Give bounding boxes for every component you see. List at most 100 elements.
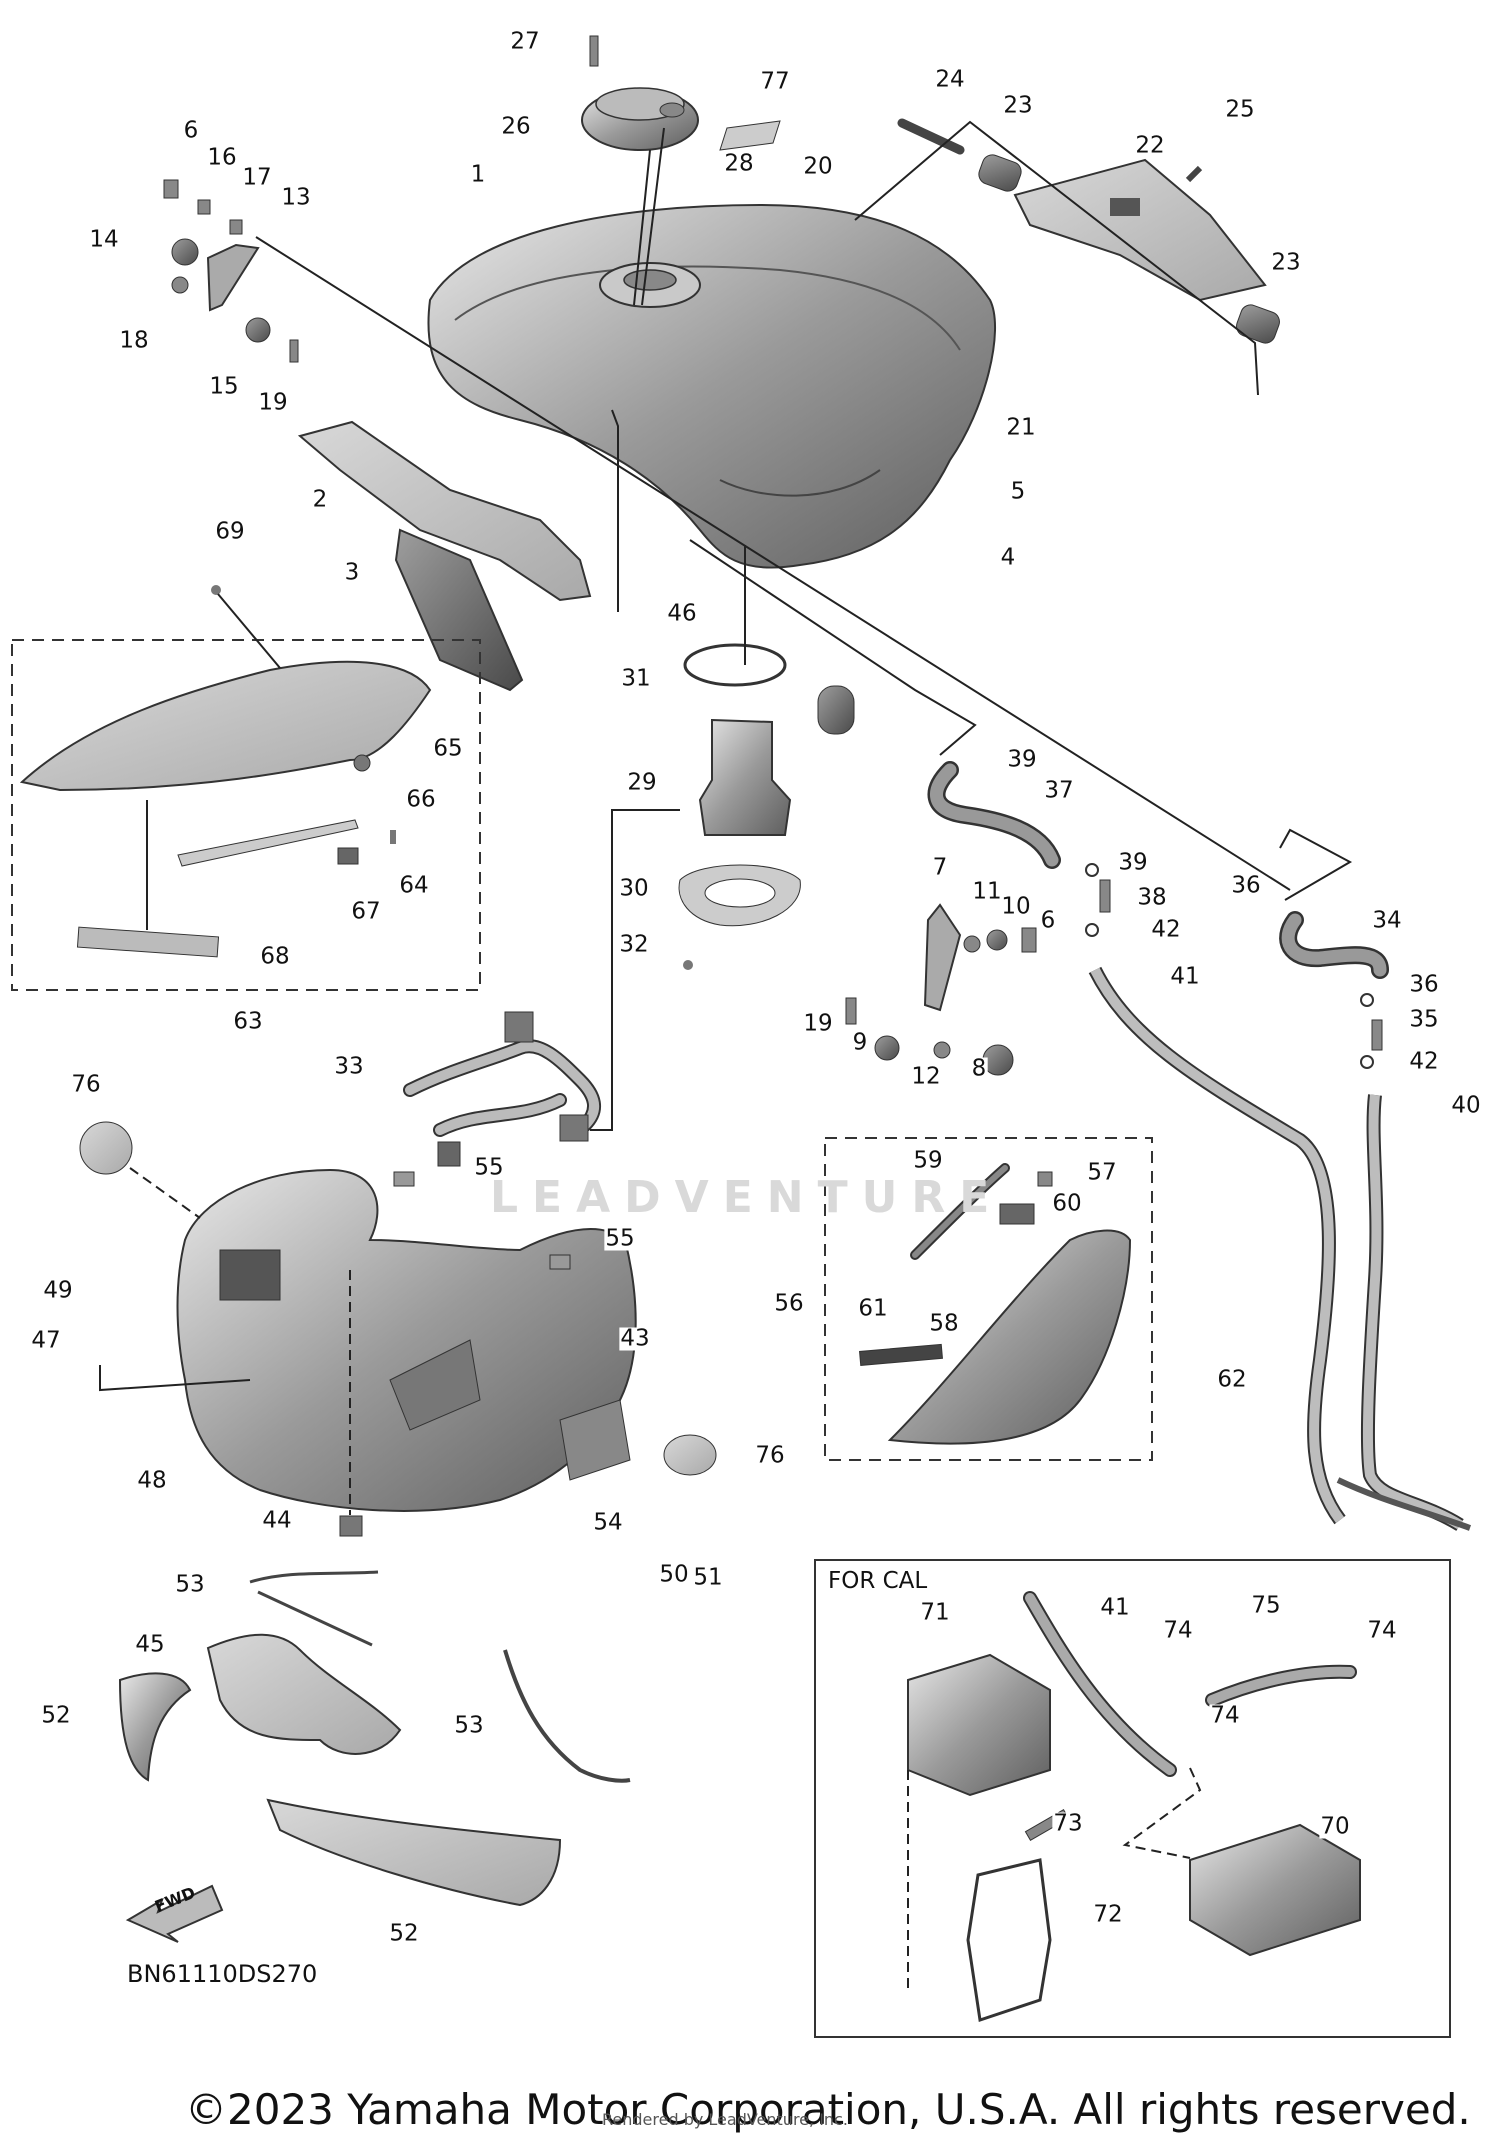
callout-21: 21 <box>1005 414 1037 441</box>
callout-28: 28 <box>723 150 755 177</box>
callout-75: 75 <box>1250 1592 1282 1619</box>
callout-56: 56 <box>773 1290 805 1317</box>
callout-53: 53 <box>174 1571 206 1598</box>
callout-17: 17 <box>241 164 273 191</box>
callout-41: 41 <box>1099 1594 1131 1621</box>
callout-13: 13 <box>280 184 312 211</box>
callout-49: 49 <box>42 1277 74 1304</box>
pad-3 <box>394 528 524 692</box>
rendered-by: Rendered by LeadVenture, Inc. <box>602 2110 848 2129</box>
leader-33 <box>590 809 680 1131</box>
callout-14: 14 <box>88 226 120 253</box>
callout-66: 66 <box>405 786 437 813</box>
callout-12: 12 <box>910 1063 942 1090</box>
callout-53: 53 <box>453 1712 485 1739</box>
fuel-tank <box>427 203 997 569</box>
callout-46: 46 <box>666 600 698 627</box>
fuel-pump-29 <box>678 643 855 970</box>
cap-76b <box>663 1434 717 1476</box>
callout-6: 6 <box>1039 907 1057 934</box>
callout-63: 63 <box>232 1008 264 1035</box>
bracket-7 <box>845 903 1037 1076</box>
callout-74: 74 <box>1366 1617 1398 1644</box>
leader-37 <box>689 539 977 756</box>
clip-44 <box>339 1515 363 1537</box>
callout-9: 9 <box>851 1029 869 1056</box>
left-mount-parts <box>163 179 299 363</box>
callout-33: 33 <box>333 1053 365 1080</box>
callout-42: 42 <box>1408 1048 1440 1075</box>
callout-32: 32 <box>618 931 650 958</box>
callout-72: 72 <box>1092 1901 1124 1928</box>
callout-35: 35 <box>1408 1006 1440 1033</box>
callout-73: 73 <box>1052 1810 1084 1837</box>
fwd-arrow <box>125 1884 224 1943</box>
panel-56 <box>859 1163 1132 1445</box>
long-hoses-40-41 <box>1088 966 1472 1532</box>
callout-50: 50 <box>658 1561 690 1588</box>
leader-76 <box>129 1167 201 1219</box>
callout-48: 48 <box>136 1467 168 1494</box>
callout-77: 77 <box>759 68 791 95</box>
harness-33 <box>403 1011 601 1167</box>
callout-19: 19 <box>257 389 289 416</box>
callout-69: 69 <box>214 518 246 545</box>
group-56-box <box>824 1137 1153 1461</box>
callout-60: 60 <box>1051 1190 1083 1217</box>
callout-51: 51 <box>692 1564 724 1591</box>
leader-36 <box>1279 828 1353 901</box>
panel-63 <box>19 585 432 958</box>
callout-7: 7 <box>931 854 949 881</box>
screw-27 <box>589 35 599 67</box>
callout-62: 62 <box>1216 1366 1248 1393</box>
callout-8: 8 <box>970 1055 988 1082</box>
callout-76: 76 <box>754 1442 786 1469</box>
callout-29: 29 <box>626 769 658 796</box>
callout-44: 44 <box>261 1507 293 1534</box>
callout-54: 54 <box>592 1509 624 1536</box>
leader-tank-lower <box>611 409 619 612</box>
callout-57: 57 <box>1086 1159 1118 1186</box>
for-cal-title: FOR CAL <box>828 1568 928 1594</box>
callout-39: 39 <box>1117 849 1149 876</box>
callout-27: 27 <box>509 28 541 55</box>
callout-19: 19 <box>802 1010 834 1037</box>
callout-23: 23 <box>1002 92 1034 119</box>
callout-24: 24 <box>934 66 966 93</box>
side-cover-2 <box>297 420 592 602</box>
callout-45: 45 <box>134 1631 166 1658</box>
callout-10: 10 <box>1000 893 1032 920</box>
callout-37: 37 <box>1043 777 1075 804</box>
callout-15: 15 <box>208 373 240 400</box>
hose-37 <box>927 761 1061 869</box>
callout-5: 5 <box>1009 478 1027 505</box>
hose-34 <box>1279 911 1389 979</box>
callout-38: 38 <box>1136 884 1168 911</box>
bracket-assembly-22 <box>897 118 1280 344</box>
watermark: LEADVENTURE <box>490 1172 1004 1223</box>
group-63-box <box>11 639 481 991</box>
clip-55b <box>549 1254 571 1270</box>
callout-61: 61 <box>857 1295 889 1322</box>
callout-1: 1 <box>469 161 487 188</box>
callout-71: 71 <box>919 1599 951 1626</box>
callout-2: 2 <box>311 486 329 513</box>
callout-41: 41 <box>1169 963 1201 990</box>
callout-40: 40 <box>1450 1092 1482 1119</box>
callout-36: 36 <box>1230 872 1262 899</box>
callout-42: 42 <box>1150 916 1182 943</box>
diagram-code: BN61110DS270 <box>127 1960 318 1988</box>
leader-cal <box>1122 1767 1202 1859</box>
callout-59: 59 <box>912 1147 944 1174</box>
callout-65: 65 <box>432 735 464 762</box>
callout-58: 58 <box>928 1310 960 1337</box>
callout-76: 76 <box>70 1071 102 1098</box>
leader-bracket <box>854 120 1259 396</box>
callout-74: 74 <box>1162 1617 1194 1644</box>
callout-43: 43 <box>619 1325 651 1352</box>
cap-76 <box>79 1121 133 1175</box>
callout-36: 36 <box>1408 971 1440 998</box>
callout-52: 52 <box>388 1920 420 1947</box>
